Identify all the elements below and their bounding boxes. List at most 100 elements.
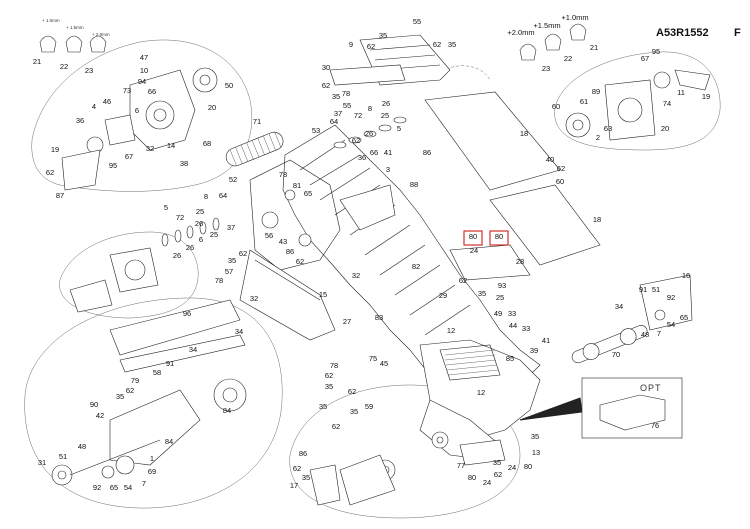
- part-number-label: 91: [166, 359, 174, 368]
- part-number-label: 62: [352, 136, 360, 145]
- part-number-label: 93: [498, 281, 506, 290]
- part-number-label: 72: [354, 111, 362, 120]
- part-number-label: 37: [334, 109, 342, 118]
- part-number-label: 70: [612, 350, 620, 359]
- part-number-label: 62: [239, 249, 247, 258]
- part-number-label: 90: [90, 400, 98, 409]
- part-number-label: 95: [652, 47, 660, 56]
- part-number-label: 21: [33, 57, 41, 66]
- part-number-label: 15: [319, 290, 327, 299]
- part-number-label: 62: [459, 276, 467, 285]
- part-number-label: 85: [506, 354, 514, 363]
- part-number-label: 22: [564, 54, 572, 63]
- part-number-label: 78: [330, 361, 338, 370]
- part-number-label: 26: [382, 99, 390, 108]
- part-number-label: 12: [447, 326, 455, 335]
- part-number-label: 62: [367, 42, 375, 51]
- part-number-label: 8: [368, 104, 372, 113]
- part-number-label: 20: [661, 124, 669, 133]
- spacer-1mm-label: + 1.0mm: [42, 18, 60, 23]
- part-number-label: 42: [96, 411, 104, 420]
- part-number-label: 66: [148, 87, 156, 96]
- part-number-label: 62: [325, 371, 333, 380]
- part-number-label: 24: [508, 463, 516, 472]
- part-number-label: 12: [477, 388, 485, 397]
- part-number-label: 71: [253, 117, 261, 126]
- part-number-label: 35: [350, 407, 358, 416]
- part-number-label: 19: [702, 92, 710, 101]
- part-number-label: 48: [641, 330, 649, 339]
- part-number-label: 5: [164, 203, 168, 212]
- part-number-label: 60: [552, 102, 560, 111]
- part-number-label: 3: [386, 165, 390, 174]
- part-number-label: 67: [125, 152, 133, 161]
- part-number-label: 62: [494, 470, 502, 479]
- part-number-label: +1.0mm: [561, 13, 588, 22]
- part-number-label: 7: [657, 329, 661, 338]
- part-number-label: 62: [46, 168, 54, 177]
- part-number-label: 45: [380, 359, 388, 368]
- part-number-label: 29: [439, 291, 447, 300]
- part-number-label: 43: [279, 237, 287, 246]
- part-number-label: 47: [140, 53, 148, 62]
- part-number-label: 35: [448, 40, 456, 49]
- part-number-label: 23: [542, 64, 550, 73]
- part-number-label: 60: [556, 177, 564, 186]
- part-number-label: 35: [228, 256, 236, 265]
- part-number-label: 34: [615, 302, 623, 311]
- part-number-label: 91: [639, 285, 647, 294]
- part-number-label: 31: [38, 458, 46, 467]
- part-number-label: 26: [195, 219, 203, 228]
- part-number-label: 62: [293, 464, 301, 473]
- part-number-label: 67: [641, 54, 649, 63]
- part-number-label: 82: [412, 262, 420, 271]
- part-number-label: 54: [124, 483, 132, 492]
- part-number-label: 28: [516, 257, 524, 266]
- part-number-label: 34: [189, 345, 197, 354]
- part-number-label: 64: [219, 191, 227, 200]
- part-number-label: 16: [682, 271, 690, 280]
- part-number-label: 55: [343, 101, 351, 110]
- part-number-label: 64: [330, 117, 338, 126]
- part-number-label: 50: [225, 81, 233, 90]
- part-number-label: 78: [279, 170, 287, 179]
- part-number-label: 20: [208, 103, 216, 112]
- part-number-label: 5: [397, 124, 401, 133]
- part-number-label: 1: [150, 454, 154, 463]
- ring-chain-top: [333, 116, 407, 149]
- part-number-label: 35: [325, 382, 333, 391]
- part-number-label: 68: [203, 139, 211, 148]
- part-number-label: 2: [596, 133, 600, 142]
- part-number-label: 73: [123, 86, 131, 95]
- part-number-label: 62: [332, 422, 340, 431]
- part-number-label: 62: [433, 40, 441, 49]
- part-number-label: 33: [522, 324, 530, 333]
- part-number-label: 69: [148, 467, 156, 476]
- part-number-label: 6: [135, 106, 139, 115]
- part-number-label: 66: [370, 148, 378, 157]
- part-number-label: 95: [109, 161, 117, 170]
- part-number-label: 6: [199, 235, 203, 244]
- part-number-label: 18: [593, 215, 601, 224]
- part-number-label: 76: [651, 421, 659, 430]
- part-number-label: 35: [379, 31, 387, 40]
- part-number-label: 33: [508, 309, 516, 318]
- part-number-label: 18: [520, 129, 528, 138]
- drawing-code: A53R1552: [656, 27, 709, 39]
- part-number-label: 41: [542, 336, 550, 345]
- part-number-label: 35: [302, 473, 310, 482]
- part-number-label: 4: [92, 102, 96, 111]
- part-number-label: 32: [352, 271, 360, 280]
- part-number-label: 62: [296, 257, 304, 266]
- part-number-label: 80: [495, 232, 503, 241]
- part-number-label: 80: [524, 462, 532, 471]
- part-number-label: 51: [652, 285, 660, 294]
- part-number-label: 65: [304, 189, 312, 198]
- highlight-box-80-left: [463, 230, 483, 246]
- spacer-1-5mm-label: + 1.5mm: [66, 25, 84, 30]
- part-number-label: 35: [319, 402, 327, 411]
- part-number-label: 65: [680, 313, 688, 322]
- part-number-label: 48: [78, 442, 86, 451]
- spacer-2mm-label: + 2.0mm: [92, 32, 110, 37]
